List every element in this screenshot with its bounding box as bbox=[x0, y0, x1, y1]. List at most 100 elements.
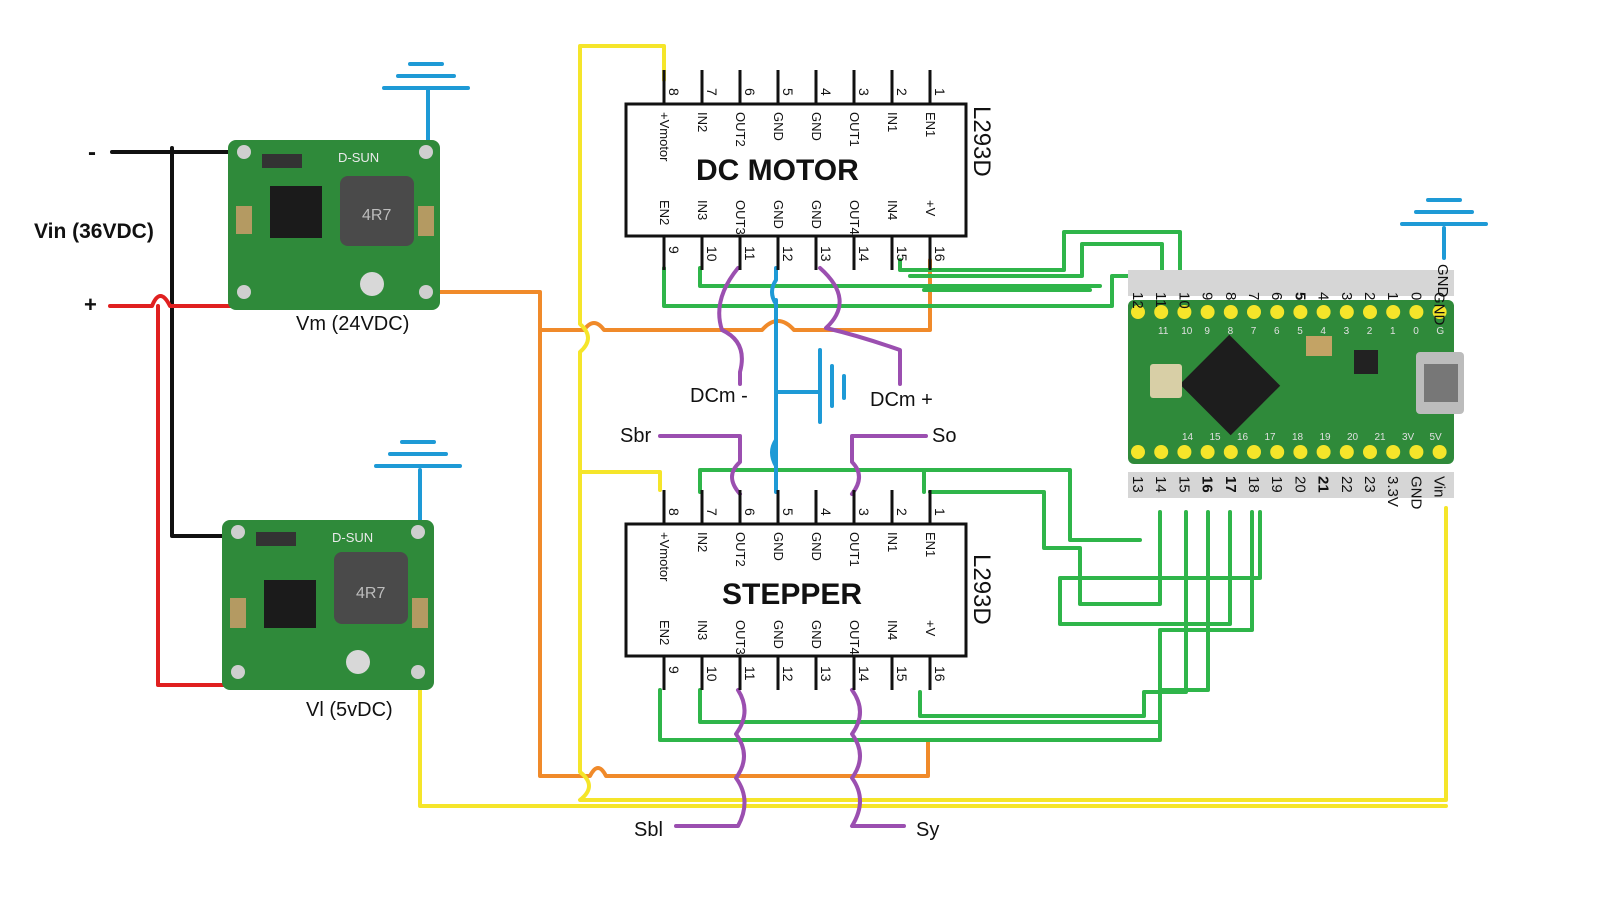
board-silk-label: 11 bbox=[1158, 326, 1169, 337]
pin-number: 5 bbox=[780, 88, 796, 96]
header-pad bbox=[1223, 445, 1238, 459]
board-silk-label: 5V bbox=[1430, 432, 1443, 443]
regulator-vm-silk: D-SUN bbox=[338, 150, 379, 165]
positive-wire bbox=[108, 294, 246, 687]
teensy-bottom-pin-label: 3.3V bbox=[1384, 476, 1401, 507]
pin-name: +Vmotor bbox=[657, 532, 672, 582]
header-pad bbox=[1316, 445, 1331, 459]
pin-number: 11 bbox=[742, 666, 758, 681]
teensy-top-pin-label: 9 bbox=[1199, 292, 1216, 300]
header-pad bbox=[1293, 305, 1308, 319]
pin-number: 13 bbox=[818, 246, 834, 262]
pin-number: 4 bbox=[818, 508, 834, 516]
pin-name: IN3 bbox=[695, 620, 710, 640]
so-label: So bbox=[932, 425, 956, 447]
pin-name: OUT3 bbox=[733, 200, 748, 235]
ground-icon bbox=[1400, 198, 1488, 260]
teensy-top-pin-label: 11 bbox=[1152, 292, 1169, 308]
board-silk-label: 10 bbox=[1181, 326, 1193, 337]
sy-label: Sy bbox=[916, 819, 939, 841]
teensy-bottom-pin-label: 16 bbox=[1199, 476, 1216, 493]
pin-number: 14 bbox=[856, 246, 872, 262]
pin-name: EN1 bbox=[923, 532, 938, 557]
pin-number: 2 bbox=[894, 88, 910, 96]
header-pad bbox=[1154, 305, 1169, 319]
header-pad bbox=[1200, 445, 1215, 459]
pin-name: IN2 bbox=[695, 532, 710, 552]
ground-icon bbox=[382, 62, 470, 162]
pin-name: IN4 bbox=[885, 200, 900, 220]
teensy-top-pin-label: 10 bbox=[1175, 292, 1192, 309]
ground-symbols bbox=[374, 62, 1488, 542]
teensy-bottom-pin-label: 18 bbox=[1245, 476, 1262, 493]
regulator-vl-inductor: 4R7 bbox=[356, 585, 385, 602]
pin-number: 6 bbox=[742, 88, 758, 96]
pin-number: 16 bbox=[932, 666, 948, 682]
pin-number: 6 bbox=[742, 508, 758, 516]
pin-name: GND bbox=[809, 532, 824, 561]
teensy-ground-label: GND bbox=[1434, 264, 1451, 298]
board-silk-label: 7 bbox=[1251, 326, 1257, 337]
header-pad bbox=[1131, 445, 1145, 459]
regulator-vm-label: Vm (24VDC) bbox=[296, 313, 409, 335]
board-silk-label: 9 bbox=[1204, 326, 1210, 337]
pin-name: OUT2 bbox=[733, 112, 748, 147]
ground-rail bbox=[818, 348, 846, 424]
pin-name: EN2 bbox=[657, 200, 672, 225]
pin-name: OUT2 bbox=[733, 532, 748, 567]
pin-name: OUT4 bbox=[847, 200, 862, 235]
pin-number: 4 bbox=[818, 88, 834, 96]
vin-label: Vin (36VDC) bbox=[34, 220, 154, 243]
dcm-plus-label: DCm + bbox=[870, 389, 933, 411]
signal-wires bbox=[658, 230, 1262, 742]
pin-number: 12 bbox=[780, 246, 796, 262]
pin-name: GND bbox=[809, 112, 824, 141]
header-pad bbox=[1131, 305, 1145, 319]
teensy-bottom-pin-label: 21 bbox=[1315, 476, 1332, 493]
pin-number: 2 bbox=[894, 508, 910, 516]
teensy-top-pin-label: 1 bbox=[1384, 292, 1401, 300]
board-silk-label: 8 bbox=[1228, 326, 1234, 337]
header-pad bbox=[1177, 445, 1192, 459]
pin-name: OUT1 bbox=[847, 532, 862, 567]
pin-number: 16 bbox=[932, 246, 948, 262]
pin-name: OUT3 bbox=[733, 620, 748, 655]
board-silk-label: 14 bbox=[1182, 432, 1194, 443]
header-pad bbox=[1223, 305, 1238, 319]
pin-name: GND bbox=[809, 200, 824, 229]
teensy-bottom-pin-label: 17 bbox=[1222, 476, 1239, 493]
pin-number: 7 bbox=[704, 88, 720, 96]
board-silk-label: 4 bbox=[1320, 326, 1326, 337]
header-pad bbox=[1432, 305, 1447, 319]
teensy-top-pin-label: 0 bbox=[1407, 292, 1424, 300]
pin-number: 12 bbox=[780, 666, 796, 682]
teensy-bottom-pin-label: 22 bbox=[1338, 476, 1355, 493]
teensy-bottom-pin-label: Vin bbox=[1431, 476, 1448, 497]
pin-name: IN3 bbox=[695, 200, 710, 220]
teensy-bottom-pin-label: 13 bbox=[1129, 476, 1146, 493]
header-pad bbox=[1247, 305, 1261, 319]
header-pad bbox=[1270, 305, 1285, 319]
pin-number: 15 bbox=[894, 666, 910, 682]
motor-coil-wires bbox=[658, 266, 928, 828]
logic-supply-wire bbox=[418, 44, 1448, 808]
teensy-top-pin-label: 3 bbox=[1338, 292, 1355, 300]
board-silk-label: 6 bbox=[1274, 326, 1280, 337]
pin-number: 9 bbox=[666, 666, 682, 674]
pin-number: 1 bbox=[932, 508, 948, 516]
teensy-top-pin-label: 6 bbox=[1268, 292, 1285, 300]
board-silk-label: 18 bbox=[1292, 432, 1304, 443]
pin-name: +V bbox=[923, 620, 938, 637]
chip-stepper-title: STEPPER bbox=[722, 578, 862, 611]
teensy-bottom-pin-label: 15 bbox=[1175, 476, 1192, 493]
wire-layer bbox=[108, 44, 1448, 828]
pin-number: 13 bbox=[818, 666, 834, 682]
regulator-vl: D-SUN 4R7 bbox=[222, 520, 434, 690]
header-pad bbox=[1200, 305, 1215, 319]
pin-number: 8 bbox=[666, 88, 682, 96]
teensy-bottom-pin-label: 23 bbox=[1361, 476, 1378, 493]
pin-name: IN1 bbox=[885, 112, 900, 132]
motor-supply-wire bbox=[428, 258, 932, 778]
